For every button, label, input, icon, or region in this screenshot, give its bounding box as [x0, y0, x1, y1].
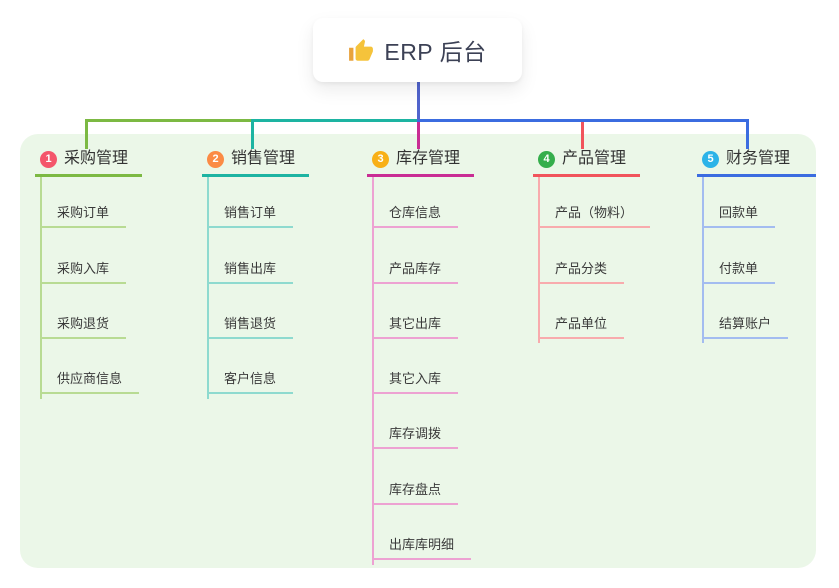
root-title: ERP 后台 [384, 39, 487, 65]
branch-label: 财务管理 [726, 150, 791, 167]
connector-branch-5 [746, 119, 749, 149]
branch-spine [538, 177, 540, 343]
node-label: 采购入库 [40, 261, 127, 284]
node-label: 销售出库 [207, 261, 294, 284]
node-label: 产品（物料） [538, 205, 651, 229]
node-label: 其它出库 [372, 316, 459, 339]
node-label: 销售订单 [207, 205, 294, 229]
node-item[interactable]: 产品（物料） [538, 173, 651, 229]
node-item[interactable]: 销售订单 [207, 173, 294, 229]
thumbs-up-icon [349, 39, 374, 61]
branch-label: 销售管理 [231, 150, 296, 167]
node-label: 销售退货 [207, 316, 294, 339]
branch-children: 回款单 付款单 结算账户 [702, 173, 789, 339]
branch-children: 产品（物料） 产品分类 产品单位 [538, 173, 651, 339]
connector-branch-2 [251, 119, 254, 149]
node-item[interactable]: 产品库存 [372, 228, 471, 284]
branch-number-badge: 4 [538, 150, 555, 168]
branch-product-header[interactable]: 4 产品管理 [533, 147, 641, 177]
node-label: 采购订单 [40, 205, 127, 229]
branch-spine [372, 177, 374, 565]
branch-inventory: 3 库存管理 仓库信息 产品库存 其它出库 其它入库 库存调拨 库存盘点 出库库… [367, 147, 475, 565]
branch-number-badge: 5 [702, 150, 719, 168]
node-item[interactable]: 采购入库 [40, 228, 139, 284]
node-label: 产品库存 [372, 261, 459, 284]
node-item[interactable]: 供应商信息 [40, 339, 140, 395]
connector-branch-3 [417, 119, 420, 149]
connector-horizontal-right [417, 119, 749, 122]
node-label: 出库库明细 [372, 537, 472, 561]
branch-product: 4 产品管理 产品（物料） 产品分类 产品单位 [533, 147, 651, 343]
branch-spine [207, 177, 209, 399]
node-item[interactable]: 结算账户 [702, 284, 789, 339]
node-item[interactable]: 销售退货 [207, 284, 294, 339]
branch-sales-header[interactable]: 2 销售管理 [202, 147, 310, 177]
node-label: 库存盘点 [372, 482, 459, 505]
branch-finance-header[interactable]: 5 财务管理 [697, 147, 817, 177]
node-item[interactable]: 客户信息 [207, 339, 294, 395]
node-label: 仓库信息 [372, 205, 459, 229]
branch-number-badge: 1 [40, 150, 57, 168]
branch-children: 销售订单 销售出库 销售退货 客户信息 [207, 173, 294, 395]
branch-spine [40, 177, 42, 399]
node-item[interactable]: 其它入库 [372, 339, 471, 395]
node-item[interactable]: 回款单 [702, 173, 788, 229]
node-item[interactable]: 采购退货 [40, 284, 139, 339]
node-item[interactable]: 其它出库 [372, 284, 471, 339]
node-label: 其它入库 [372, 371, 459, 395]
branch-purchase: 1 采购管理 采购订单 采购入库 采购退货 供应商信息 [35, 147, 143, 399]
branch-label: 产品管理 [562, 150, 627, 167]
mindmap-background-panel [20, 134, 816, 568]
branch-children: 仓库信息 产品库存 其它出库 其它入库 库存调拨 库存盘点 出库库明细 [372, 173, 472, 561]
node-label: 结算账户 [702, 316, 789, 339]
node-label: 产品单位 [538, 316, 625, 339]
branch-inventory-header[interactable]: 3 库存管理 [367, 147, 475, 177]
node-item[interactable]: 库存盘点 [372, 449, 471, 505]
node-item[interactable]: 仓库信息 [372, 173, 471, 229]
connector-horizontal-mid [251, 119, 419, 122]
connector-horizontal-left [85, 119, 252, 122]
branch-spine [702, 177, 704, 343]
node-label: 回款单 [702, 205, 776, 229]
node-item[interactable]: 库存调拨 [372, 394, 471, 450]
node-item[interactable]: 销售出库 [207, 228, 294, 284]
node-label: 客户信息 [207, 371, 294, 395]
branch-sales: 2 销售管理 销售订单 销售出库 销售退货 客户信息 [202, 147, 310, 399]
branch-number-badge: 3 [372, 150, 389, 168]
branch-children: 采购订单 采购入库 采购退货 供应商信息 [40, 173, 140, 395]
node-item[interactable]: 产品单位 [538, 284, 650, 339]
branch-number-badge: 2 [207, 150, 224, 168]
branch-label: 库存管理 [396, 150, 461, 167]
node-label: 供应商信息 [40, 371, 140, 395]
node-label: 付款单 [702, 261, 776, 284]
node-label: 产品分类 [538, 261, 625, 284]
node-label: 库存调拨 [372, 426, 459, 450]
connector-branch-1 [85, 119, 88, 149]
node-item[interactable]: 出库库明细 [372, 505, 472, 561]
connector-branch-4 [581, 119, 584, 149]
branch-purchase-header[interactable]: 1 采购管理 [35, 147, 143, 177]
branch-finance: 5 财务管理 回款单 付款单 结算账户 [697, 147, 817, 343]
node-item[interactable]: 产品分类 [538, 228, 650, 284]
node-label: 采购退货 [40, 316, 127, 339]
node-item[interactable]: 付款单 [702, 228, 788, 284]
node-item[interactable]: 采购订单 [40, 173, 139, 229]
connector-root-stub [417, 80, 420, 120]
root-node[interactable]: ERP 后台 [313, 18, 522, 82]
branch-label: 采购管理 [64, 150, 129, 167]
